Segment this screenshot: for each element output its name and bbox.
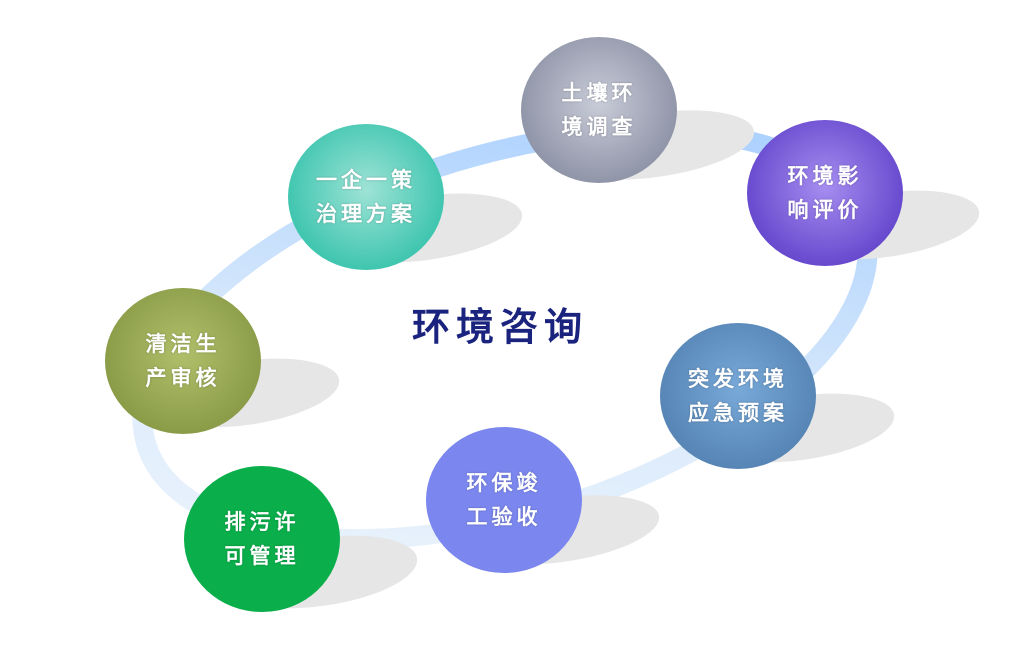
node-label: 工验收 <box>466 504 542 529</box>
node-label: 治理方案 <box>316 201 416 226</box>
node-cleaner-production[interactable]: 清洁生 产审核 <box>105 288 261 434</box>
node-label: 一企一策 <box>316 167 416 192</box>
node-label: 突发环境 <box>688 366 788 391</box>
center-title: 环境咨询 <box>411 304 588 349</box>
node-discharge-permit[interactable]: 排污许 可管理 <box>184 466 340 612</box>
node-label: 环保竣 <box>466 470 542 495</box>
node-label: 境调查 <box>561 114 637 139</box>
node-label: 可管理 <box>224 543 300 568</box>
node-label: 产审核 <box>145 365 221 390</box>
node-eia[interactable]: 环境影 响评价 <box>747 120 903 266</box>
node-one-enterprise-plan[interactable]: 一企一策 治理方案 <box>288 124 444 270</box>
node-label: 清洁生 <box>145 331 221 356</box>
node-completion-acceptance[interactable]: 环保竣 工验收 <box>426 427 582 573</box>
node-label: 土壤环 <box>561 80 637 105</box>
node-label: 环境影 <box>787 163 863 188</box>
node-label: 应急预案 <box>688 400 788 425</box>
node-soil-survey[interactable]: 土壤环 境调查 <box>521 37 677 183</box>
node-emergency-plan[interactable]: 突发环境 应急预案 <box>660 323 816 469</box>
node-label: 响评价 <box>787 197 863 222</box>
node-label: 排污许 <box>224 509 300 534</box>
